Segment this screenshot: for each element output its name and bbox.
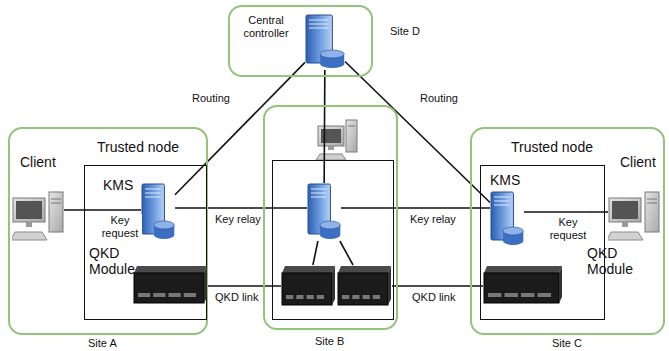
computer-icon xyxy=(316,120,357,160)
device-node: KMS xyxy=(141,183,175,241)
node-label: QKD Module xyxy=(89,245,133,277)
site-region: Site B xyxy=(263,105,398,330)
edge-label: Routing xyxy=(190,92,232,105)
device-node xyxy=(307,183,341,241)
edge-label: QKD link xyxy=(213,291,260,304)
node-label: Central controller xyxy=(231,14,301,39)
edge-label: QKD link xyxy=(410,291,457,304)
server-icon xyxy=(490,191,524,247)
computer-icon xyxy=(12,190,64,242)
node-label: Trusted node xyxy=(97,139,207,155)
edge-label: Routing xyxy=(418,92,460,105)
connector-line xyxy=(208,285,281,287)
connector-line xyxy=(323,70,325,183)
connector-line xyxy=(524,211,608,213)
node-label: QKD Module xyxy=(587,245,631,277)
device-node: QKD Module xyxy=(133,265,208,305)
trusted-node-box: Trusted nodeKMSQKD Module xyxy=(480,165,605,320)
site-label: Site B xyxy=(315,335,365,348)
device-node xyxy=(281,265,336,307)
node-label: Trusted node xyxy=(511,139,621,155)
connector-line xyxy=(341,207,490,209)
device-node: Client xyxy=(608,190,663,242)
connector-line xyxy=(313,241,318,265)
trusted-node-box xyxy=(272,160,394,320)
device-node: Central controller xyxy=(305,14,345,70)
node-label: KMS xyxy=(490,172,530,188)
site-label: Site C xyxy=(552,337,602,350)
server-icon xyxy=(305,14,345,70)
qkd-module-icon xyxy=(337,265,392,307)
node-label: Client xyxy=(20,154,80,170)
server-icon xyxy=(141,183,175,241)
trusted-node-box: Trusted nodeKMSQKD Module xyxy=(84,165,207,320)
device-node: KMS xyxy=(490,191,524,247)
connector-line xyxy=(175,207,307,209)
connector-line xyxy=(64,209,141,211)
device-node: Client xyxy=(12,190,64,242)
qkd-module-icon xyxy=(483,265,563,305)
site-label: Site D xyxy=(390,25,440,38)
edge-label: Key relay xyxy=(213,213,263,226)
computer-icon xyxy=(608,190,663,242)
site-label: Site A xyxy=(88,337,138,350)
site-region: Site DCentral controller xyxy=(228,5,373,77)
edge-label: Key relay xyxy=(408,213,458,226)
edge-label: Key request xyxy=(98,214,142,240)
qkd-module-icon xyxy=(281,265,336,307)
connector-line xyxy=(340,241,353,265)
node-label: KMS xyxy=(103,177,143,193)
device-node: QKD Module xyxy=(483,265,563,305)
node-label: Client xyxy=(620,154,669,170)
server-icon xyxy=(307,183,341,241)
device-node xyxy=(337,265,392,307)
connector-line xyxy=(345,61,490,202)
qkd-module-icon xyxy=(133,265,208,305)
edge-label: Key request xyxy=(546,216,590,242)
